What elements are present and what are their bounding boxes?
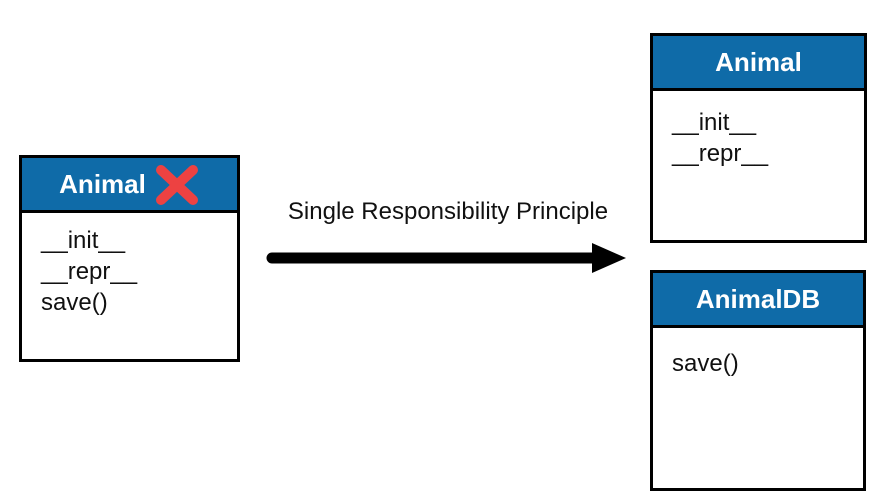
class-member: __init__ xyxy=(41,227,126,254)
red-cross-icon xyxy=(155,165,198,205)
class-member: save() xyxy=(41,289,108,316)
class-header-animaldb: AnimalDB xyxy=(653,273,863,328)
class-box-animal-before: Animal __init__ __repr__ save() xyxy=(19,155,240,362)
class-header-animal-after: Animal xyxy=(653,36,864,91)
class-member: save() xyxy=(672,350,739,377)
class-box-animal-after: Animal __init__ __repr__ xyxy=(650,33,867,243)
class-members-animaldb: save() xyxy=(653,328,863,379)
arrow-label: Single Responsibility Principle xyxy=(287,198,609,225)
class-member: __repr__ xyxy=(672,140,769,167)
class-title-animaldb: AnimalDB xyxy=(695,283,821,314)
class-members-animal-before: __init__ __repr__ save() xyxy=(22,213,237,318)
class-member: __init__ xyxy=(672,109,757,136)
class-title-animal-before: Animal xyxy=(59,168,146,199)
class-title-animal-after: Animal xyxy=(715,46,802,77)
class-members-animal-after: __init__ __repr__ xyxy=(653,91,864,169)
class-member: __repr__ xyxy=(41,258,138,285)
class-box-animaldb: AnimalDB save() xyxy=(650,270,866,491)
transition-arrow-icon xyxy=(266,243,626,273)
class-header-animal-before: Animal xyxy=(22,158,237,213)
